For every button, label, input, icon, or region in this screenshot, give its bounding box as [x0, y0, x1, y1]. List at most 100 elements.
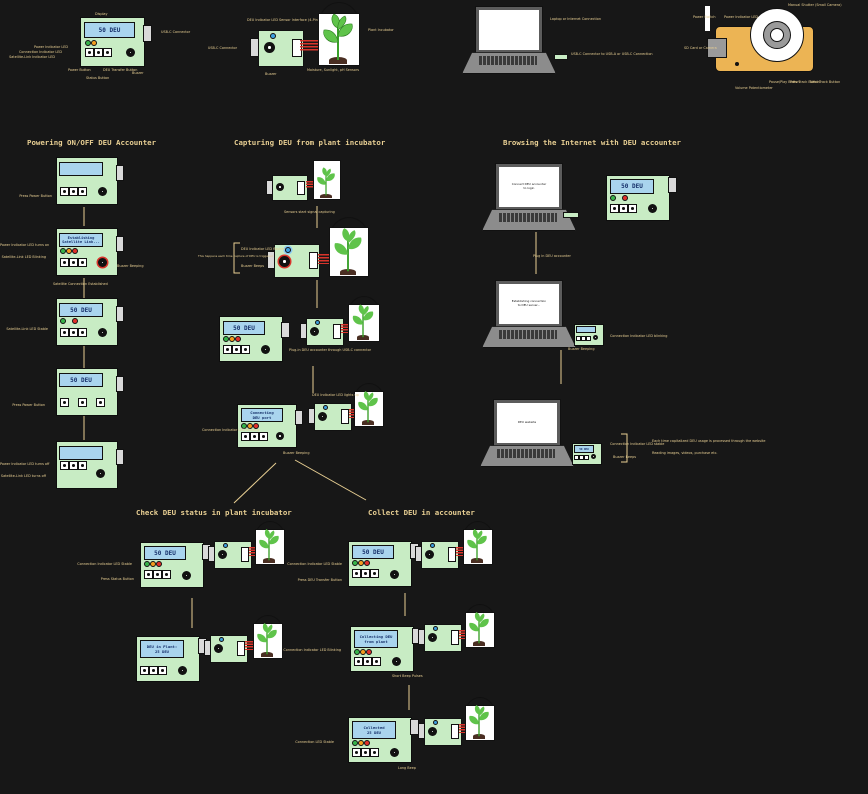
label-sat-established: Satellite Connection Established [53, 282, 108, 286]
collect-incubator-2 [462, 604, 496, 648]
label-sensor-interface: Sensor Interface (4-Pin) [279, 18, 320, 22]
internet-laptop-3: DEU website [480, 399, 574, 467]
internet-mini-accounter-1 [574, 324, 608, 346]
lcd-balance: 50 DEU [59, 303, 103, 317]
label-usage-note-2: Reading images, videos, purchase etc. [652, 451, 718, 455]
label-press-power: Press Power Button [19, 194, 52, 198]
check-accounter-1: 50 DEU [140, 542, 216, 588]
screen-establishing: Establishing connection to DEU server... [499, 284, 559, 324]
label-status-button: Status Button [86, 76, 110, 80]
label-usage-note: Each time capitalized DEU usage is proce… [652, 439, 766, 443]
label-collect-conn-stable: Connection Indicator LED Stable [287, 562, 342, 566]
label-power-led: Power Indicator LED [33, 45, 68, 49]
check-incubator-2 [250, 615, 284, 659]
lcd-balance-2: 50 DEU [59, 373, 103, 387]
label-capture-conn-blinking: Connection Indicator LED blinking [202, 428, 260, 432]
lcd-collecting: Collecting DEU from plant [354, 630, 398, 648]
internet-adapter-1 [563, 212, 579, 218]
label-sd-card: SD Card or Camera [684, 46, 717, 50]
label-internet-conn-blinking: Connection Indicator LED blinking [610, 334, 668, 338]
power-step-3-accounter: 50 DEU [56, 298, 128, 346]
label-bracket-note: This happens each time capture of DEU is… [198, 254, 273, 258]
label-sensors: Moisture, Sunlight, pH Sensors [307, 68, 360, 72]
legend-probe [250, 30, 310, 67]
lcd-collect-balance: 50 DEU [352, 545, 394, 559]
collect-accounter-1: 50 DEU [348, 541, 424, 587]
label-connection-led: Connection Indicator LED [19, 50, 62, 54]
internet-mini-accounter-2: 50 DEU [572, 443, 606, 465]
label-deu-led: DEU Indicator LED [247, 18, 279, 22]
lcd-collected: Collected 25 DEU [352, 721, 396, 739]
capture-accounter-4: Connecting DEU port [237, 404, 307, 448]
internet-laptop-1: Connect DEU accounter to login [482, 163, 576, 231]
capture-accounter-3: 50 DEU [219, 316, 293, 362]
label-sat-off: Satellite-Link LED turns off [0, 474, 46, 478]
label-camera-led: Power Indicator LED [724, 15, 759, 19]
label-internet-conn-stable: Connection Indicator LED stable [610, 442, 665, 446]
label-power-button: Power Button [68, 68, 91, 72]
label-collect-conn-stable-2: Connection LED Stable [295, 740, 334, 744]
check-incubator-1 [252, 521, 286, 565]
lcd-check-balance: 50 DEU [144, 546, 186, 560]
label-capture-plug-in: Plug-in DEU accounter through USB-C conn… [289, 348, 372, 352]
label-sat-blinking: Satellite-Link LED Blinking [1, 255, 46, 259]
screen-login: Connect DEU accounter to login [499, 167, 559, 207]
label-laptop: Laptop or Internet Connection [550, 17, 602, 21]
title-power: Powering ON/OFF DEU Accounter [27, 138, 157, 147]
title-internet: Browsing the Internet with DEU accounter [503, 138, 681, 147]
lcd-establishing: Establishing Satellite Link... [59, 233, 103, 247]
label-incubator: Plant Incubator [368, 28, 394, 32]
legend-laptop [462, 6, 556, 74]
lcd-deu-in-plant: DEU in Plant: 25 DEU [140, 640, 184, 658]
label-sat-stable: Satellite-Link LED Stable [6, 327, 48, 331]
label-power-switch: Power Switch [693, 15, 716, 19]
label-collect-conn-blinking: Connection Indicator LED Blinking [283, 648, 341, 652]
label-internet-plug-in: Plug in DEU accounter [533, 254, 571, 258]
label-press-status: Press Status Button [100, 577, 134, 581]
power-led-icon [85, 40, 91, 46]
usb-adapter-icon [554, 54, 568, 60]
capture-incubator-4 [351, 383, 385, 427]
label-internet-buzzer-beeps: Buzzer Beeps [613, 455, 637, 459]
label-internet-buzzer-beeping: Buzzer Beeping [568, 347, 595, 351]
collect-probe-3 [418, 718, 466, 746]
label-sensors-signal: Sensors start signal capturing [284, 210, 335, 214]
connection-led-icon [91, 40, 97, 46]
screen-website: DEU website [497, 403, 557, 443]
power-step-2-accounter: Establishing Satellite Link... [56, 228, 128, 276]
label-capture-buzzer-beeping: Buzzer Beeping [283, 451, 310, 455]
label-usb-c: USB-C Connector [161, 30, 191, 34]
legend-camera [705, 6, 815, 74]
lcd-mini-balance: 50 DEU [574, 445, 594, 453]
label-power-led-off: Power Indicator LED turns off [0, 462, 50, 466]
label-buzzer: Buzzer [132, 71, 144, 75]
collect-incubator-1 [460, 521, 494, 565]
collect-accounter-2: Collecting DEU from plant [350, 626, 426, 672]
label-adapter: USB-C Connector to USB-A or USB-C Connec… [571, 52, 653, 56]
label-probe-buzzer: Buzzer [265, 72, 277, 76]
capture-probe-2 [267, 244, 325, 278]
title-check: Check DEU status in plant incubator [136, 508, 292, 517]
internet-laptop-2: Establishing connection to DEU server... [482, 280, 576, 348]
label-satellite-led: Satellite-Link Indicator LED [9, 55, 55, 59]
label-power-buzzer: Buzzer Beeping [117, 264, 144, 268]
check-accounter-2: DEU in Plant: 25 DEU [136, 636, 212, 682]
label-long-beep: Long Beep [398, 766, 416, 770]
check-probe-2 [204, 635, 252, 663]
transfer-button[interactable] [103, 48, 112, 57]
collect-probe-2 [418, 624, 466, 652]
title-collect: Collect DEU in accounter [368, 508, 475, 517]
label-lens: Manual Shutter (Small Camera) [788, 3, 842, 7]
legend-accounter: 50 DEU [80, 17, 158, 67]
buzzer-icon [126, 48, 135, 57]
power-step-4-accounter: 50 DEU [56, 368, 128, 416]
label-press-transfer: Press DEU Transfer Button [297, 578, 342, 582]
power-button[interactable] [85, 48, 94, 57]
label-led-lights-up: DEU Indicator LED lights up [312, 393, 359, 397]
label-prev-track: Prev Track Button [790, 80, 820, 84]
label-next-track: Next Track Button [810, 80, 841, 84]
accounter-display: 50 DEU [84, 22, 135, 38]
status-button[interactable] [94, 48, 103, 57]
